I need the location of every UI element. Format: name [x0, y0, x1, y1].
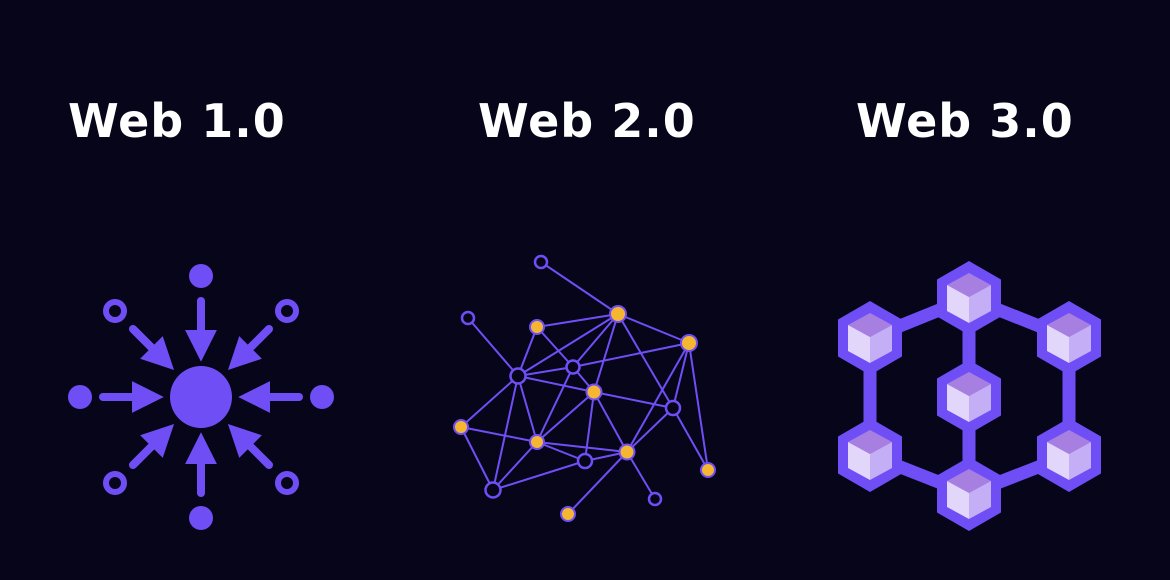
central-server-node: [170, 366, 232, 428]
active-network-node: [700, 462, 716, 478]
active-network-node: [680, 334, 698, 352]
client-node: [68, 385, 92, 409]
client-node: [310, 385, 334, 409]
network-node: [647, 491, 663, 507]
active-network-node: [529, 434, 545, 450]
active-network-node: [618, 443, 636, 461]
web2-title: Web 2.0: [478, 94, 696, 148]
active-network-node: [529, 319, 545, 335]
client-node: [189, 506, 213, 530]
network-node: [576, 452, 594, 470]
network-links: [460, 261, 709, 515]
active-network-node: [560, 506, 576, 522]
client-ring-node: [275, 299, 299, 323]
centralized-hub-icon: [68, 264, 334, 530]
block-cube: [838, 418, 902, 492]
network-node: [565, 359, 581, 375]
inbound-arrows: [99, 297, 303, 497]
network-node: [460, 310, 476, 326]
block-cube: [937, 261, 1001, 335]
client-node: [189, 264, 213, 288]
block-cube: [937, 360, 1001, 434]
block-cube: [1037, 301, 1101, 375]
web3-title: Web 3.0: [856, 94, 1074, 148]
blockchain-hexagon-icon: [838, 261, 1101, 531]
client-ring-node: [275, 471, 299, 495]
block-cube: [937, 457, 1001, 531]
distributed-network-icon: [453, 254, 716, 522]
network-node: [664, 399, 682, 417]
network-node: [533, 254, 549, 270]
block-cube: [838, 301, 902, 375]
network-node: [509, 367, 527, 385]
active-network-node: [453, 419, 469, 435]
web1-title: Web 1.0: [68, 94, 286, 148]
client-ring-node: [103, 471, 127, 495]
active-network-node: [609, 305, 627, 323]
client-ring-node: [103, 299, 127, 323]
active-network-node: [585, 383, 603, 401]
block-cube: [1037, 418, 1101, 492]
network-node: [484, 481, 502, 499]
